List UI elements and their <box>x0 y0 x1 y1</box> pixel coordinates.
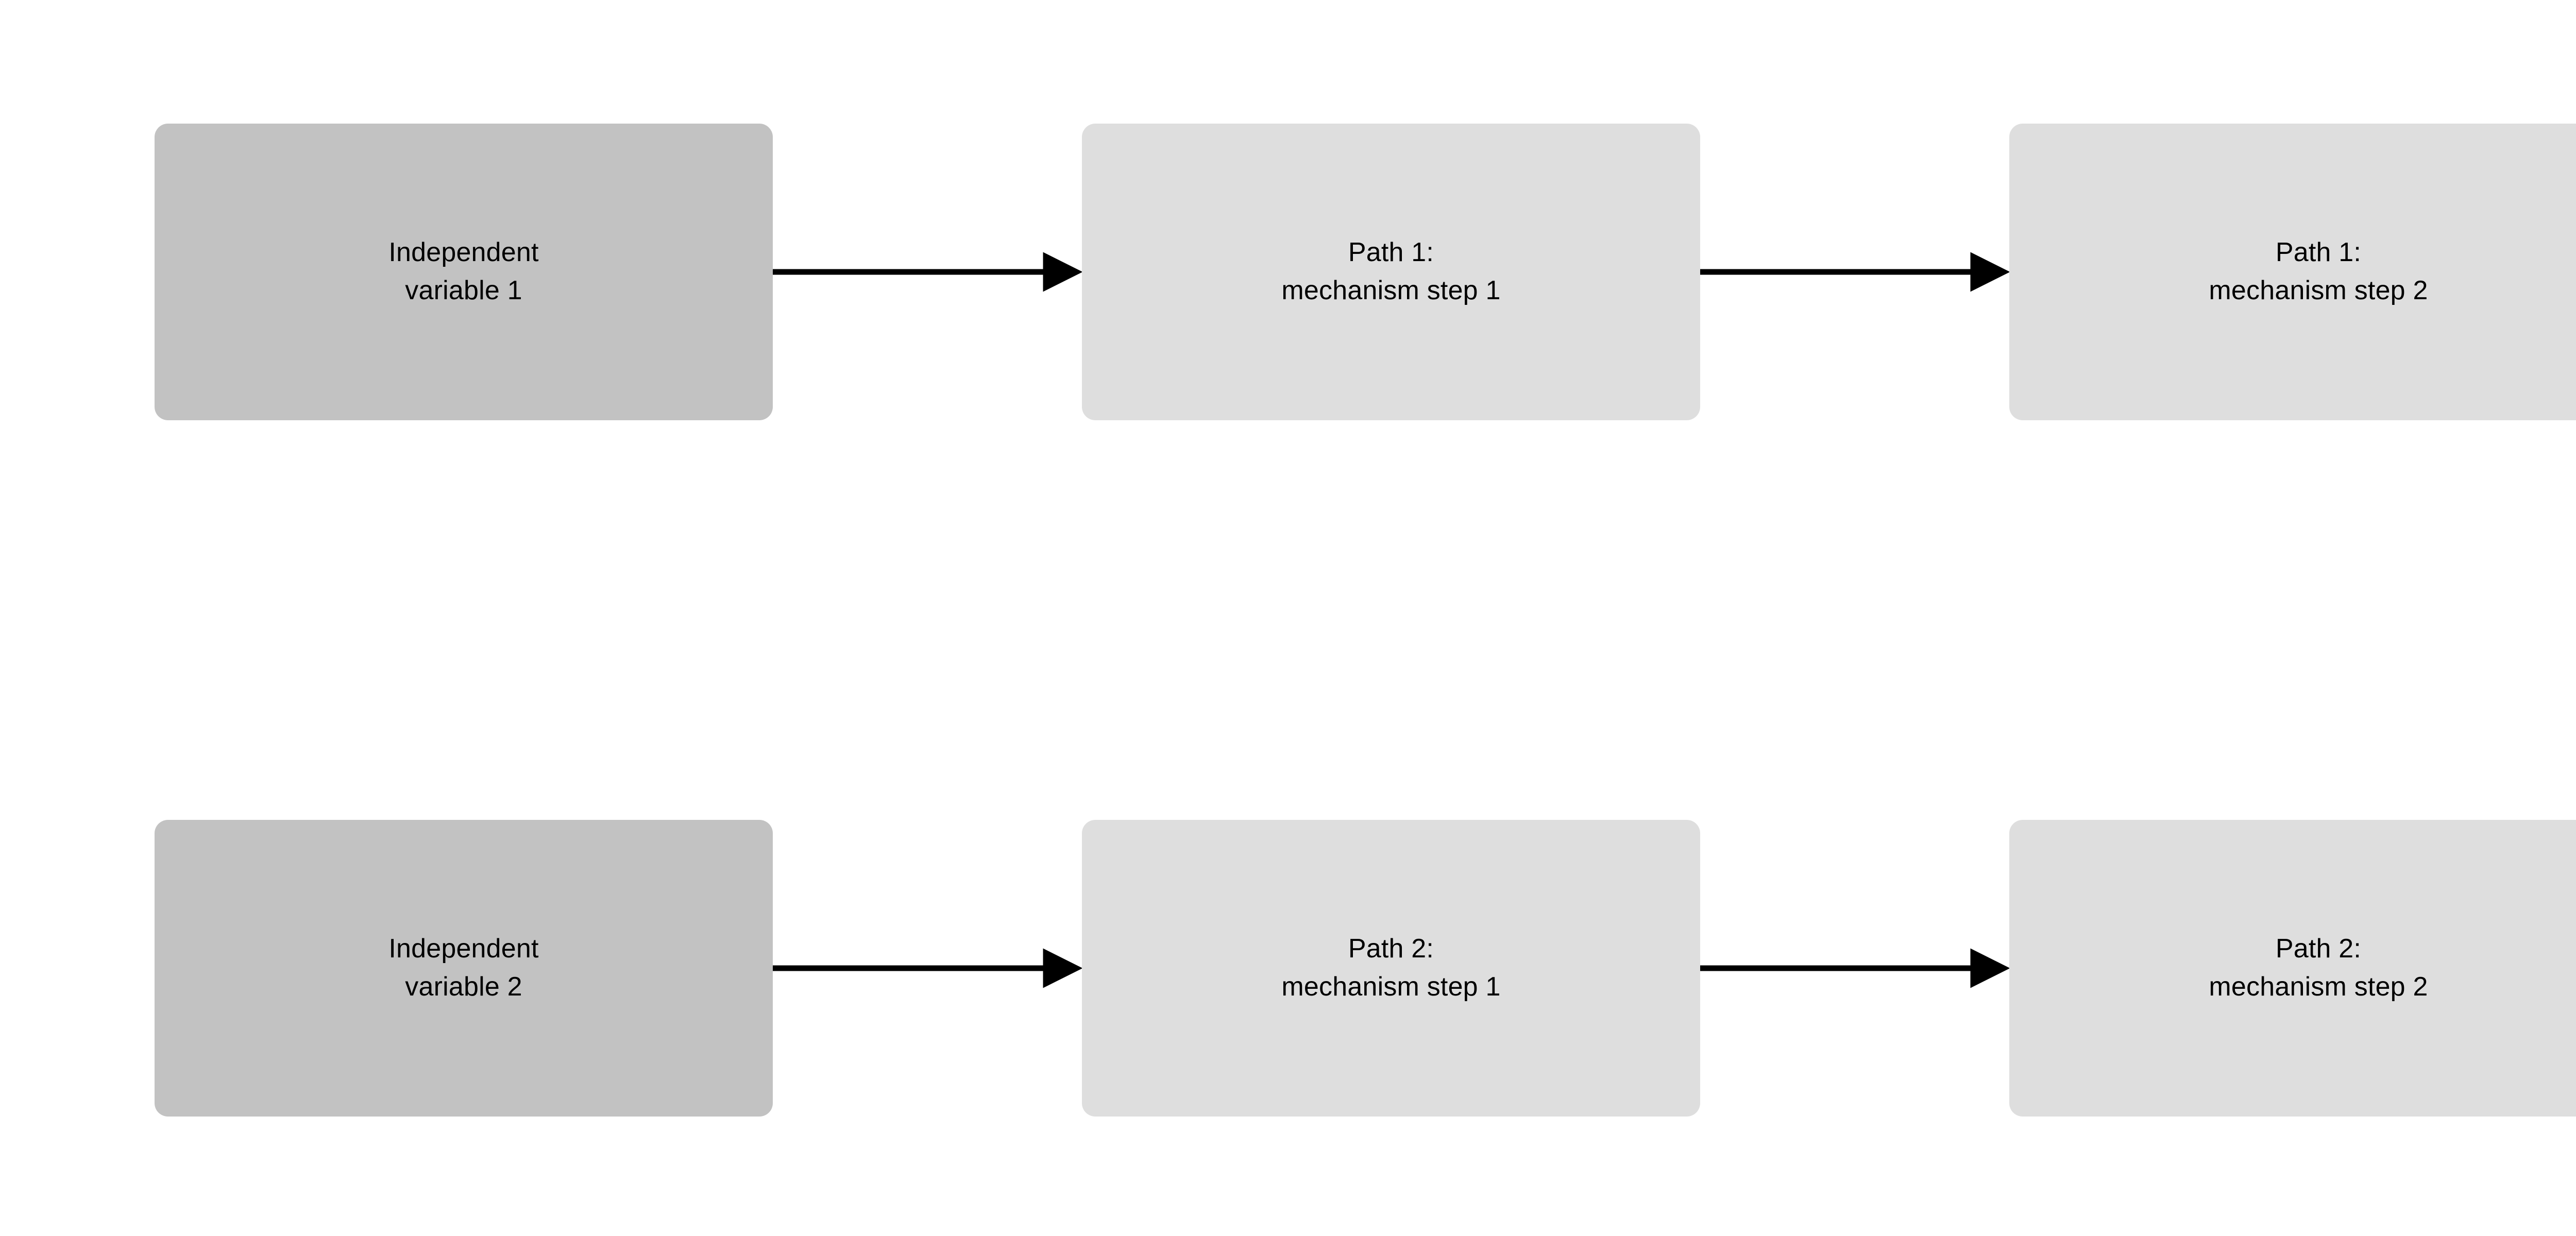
node-label-independent-variable-1: Independent variable 1 <box>388 237 539 305</box>
node-label-path1-mechanism-step-1: Path 1: mechanism step 1 <box>1281 237 1501 305</box>
node-label-path2-mechanism-step-1: Path 2: mechanism step 1 <box>1281 934 1501 1002</box>
node-independent-variable-2[interactable]: Independent variable 2 <box>155 820 773 1117</box>
node-path1-mechanism-step-2[interactable]: Path 1: mechanism step 2 <box>2009 124 2576 420</box>
node-path1-mechanism-step-1[interactable]: Path 1: mechanism step 1 <box>1082 124 1700 420</box>
node-label-independent-variable-2: Independent variable 2 <box>388 934 539 1002</box>
node-independent-variable-1[interactable]: Independent variable 1 <box>155 124 773 420</box>
node-label-path2-mechanism-step-2: Path 2: mechanism step 2 <box>2209 934 2428 1002</box>
node-path2-mechanism-step-2[interactable]: Path 2: mechanism step 2 <box>2009 820 2576 1117</box>
node-label-path1-mechanism-step-2: Path 1: mechanism step 2 <box>2209 237 2428 305</box>
node-path2-mechanism-step-1[interactable]: Path 2: mechanism step 1 <box>1082 820 1700 1117</box>
